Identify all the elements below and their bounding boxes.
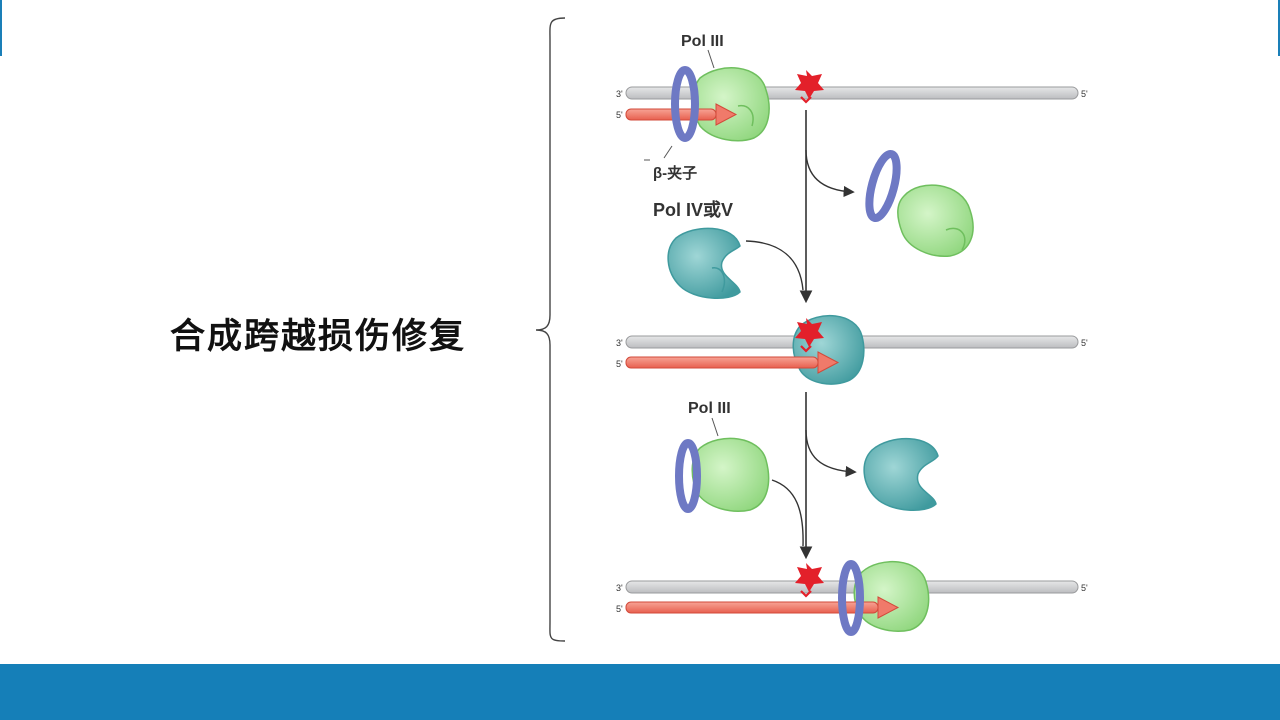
primer-strand (625, 108, 717, 121)
lesion-marker-3 (795, 563, 824, 592)
strand-end-right-2: 5' (1081, 338, 1088, 348)
label-pol3-top: Pol III (681, 33, 724, 50)
template-strand-3 (625, 580, 1079, 594)
strand-end-3prime: 3' (616, 89, 623, 99)
label-pol3-mid: Pol III (688, 400, 731, 417)
curly-brace (535, 17, 566, 642)
released-clamp (865, 149, 901, 223)
left-corner-mark (0, 0, 2, 56)
strand-end-3prime-2: 3' (616, 338, 623, 348)
footer-band (0, 664, 1280, 720)
strand-end-5prime: 5' (616, 110, 623, 120)
pol45-enzyme (667, 227, 741, 299)
right-corner-mark (1278, 0, 1280, 56)
beta-clamp-3 (838, 560, 864, 636)
strand-end-3prime-3: 3' (616, 583, 623, 593)
beta-clamp (671, 66, 699, 142)
strand-end-right-3: 5' (1081, 583, 1088, 593)
strand-end-5prime-2: 5' (616, 359, 623, 369)
strand-end-right: 5' (1081, 89, 1088, 99)
released-pol45 (863, 438, 939, 511)
pol3-bound (853, 560, 930, 632)
primer-strand-2 (625, 356, 819, 369)
lesion-marker (795, 70, 824, 99)
slide-title: 合成跨越损伤修复 (170, 317, 467, 357)
label-pol45: Pol IV或V (653, 199, 733, 220)
pol3-enzyme (692, 67, 770, 142)
strand-end-5prime-3: 5' (616, 604, 623, 614)
lesion-marker-2 (795, 318, 824, 347)
clamp-returning (675, 439, 701, 513)
label-beta-clamp: β-夹子 (653, 164, 697, 182)
released-pol3 (897, 184, 974, 257)
pol3-returning (691, 437, 770, 512)
